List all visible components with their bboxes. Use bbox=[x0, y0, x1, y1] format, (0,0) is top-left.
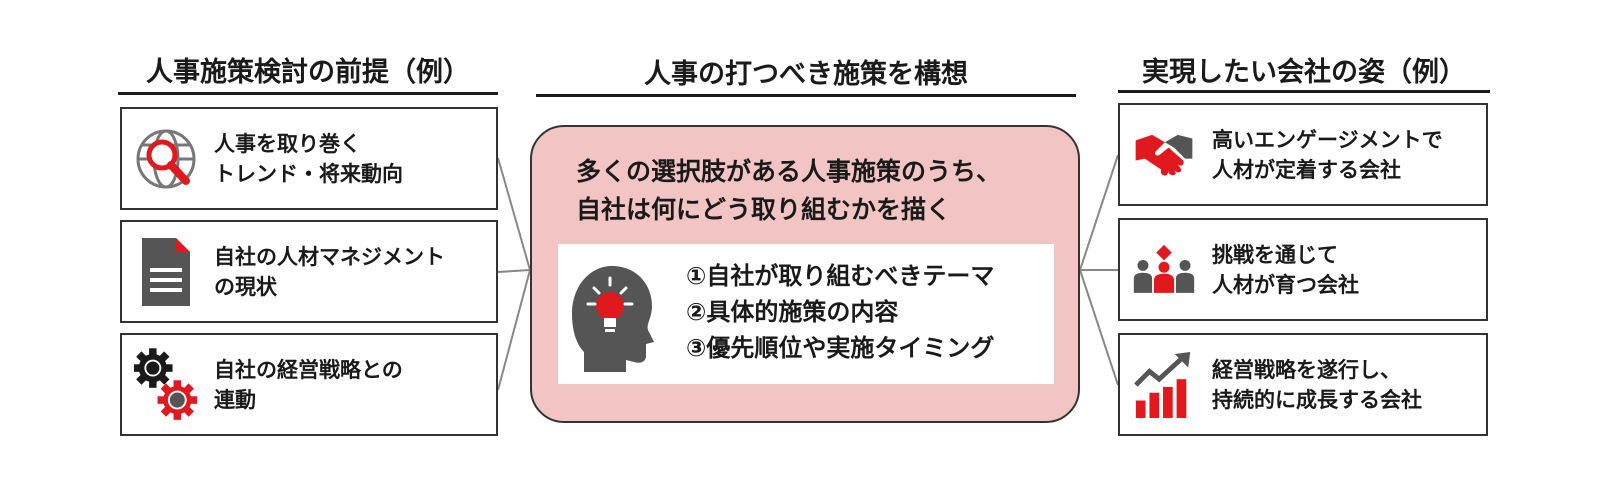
premise-box-current-hr: 自社の人材マネジメント の現状 bbox=[120, 220, 498, 323]
premise-strategy-line2: 連動 bbox=[214, 387, 256, 412]
goal-sustainable-line2: 持続的に成長する会社 bbox=[1212, 387, 1422, 412]
center-lead-line2: 自社は何にどう取り組むかを描く bbox=[576, 195, 952, 224]
center-items-panel: ①自社が取り組むべきテーマ ②具体的施策の内容 ③優先順位や実施タイミング bbox=[558, 244, 1054, 384]
globe-magnifier-icon bbox=[134, 123, 198, 195]
goal-box-sustainable-growth: 経営戦略を遂行し、 持続的に成長する会社 bbox=[1118, 333, 1488, 436]
premise-box-trends: 人事を取り巻く トレンド・将来動向 bbox=[120, 107, 498, 210]
goal-engagement-line1: 高いエンゲージメントで bbox=[1212, 127, 1443, 152]
team-growth-icon bbox=[1132, 234, 1196, 306]
gears-icon bbox=[134, 347, 198, 421]
center-item-3: ③優先順位や実施タイミング bbox=[686, 334, 995, 362]
goal-box-growth-people: 挑戦を通じて 人材が育つ会社 bbox=[1118, 218, 1488, 321]
premise-box-strategy: 自社の経営戦略との 連動 bbox=[120, 333, 498, 436]
center-item-2: ②具体的施策の内容 bbox=[686, 298, 899, 326]
goal-growth-people-line2: 人材が育つ会社 bbox=[1212, 272, 1359, 297]
goal-growth-people-line1: 挑戦を通じて bbox=[1212, 242, 1338, 267]
header-left: 人事施策検討の前提（例） bbox=[146, 57, 470, 88]
connector-left-bottom bbox=[497, 269, 531, 391]
head-lightbulb-icon bbox=[566, 256, 658, 374]
premise-strategy-line1: 自社の経営戦略との bbox=[214, 357, 403, 382]
connector-right-bottom bbox=[1079, 269, 1119, 386]
premise-trends-line2: トレンド・将来動向 bbox=[214, 161, 403, 186]
header-right-underline bbox=[1118, 90, 1490, 93]
connector-left-middle bbox=[497, 269, 531, 273]
handshake-icon bbox=[1132, 119, 1196, 191]
document-icon bbox=[134, 236, 198, 308]
connector-right-top bbox=[1079, 154, 1119, 271]
growth-chart-icon bbox=[1132, 349, 1196, 421]
header-left-underline bbox=[118, 92, 498, 95]
center-concept-box: 多くの選択肢がある人事施策のうち、 自社は何にどう取り組むかを描く ①自社が取り… bbox=[530, 125, 1080, 423]
center-lead-line1: 多くの選択肢がある人事施策のうち、 bbox=[576, 157, 1002, 186]
connector-left-top bbox=[497, 157, 531, 271]
header-center: 人事の打つべき施策を構想 bbox=[644, 59, 968, 90]
premise-current-hr-line2: の現状 bbox=[214, 274, 277, 299]
header-right: 実現したい会社の姿（例） bbox=[1142, 57, 1466, 88]
goal-engagement-line2: 人材が定着する会社 bbox=[1212, 157, 1401, 182]
goal-sustainable-line1: 経営戦略を遂行し、 bbox=[1212, 357, 1401, 382]
premise-current-hr-line1: 自社の人材マネジメント bbox=[214, 244, 445, 269]
premise-trends-line1: 人事を取り巻く bbox=[214, 131, 361, 156]
header-center-underline bbox=[536, 94, 1076, 97]
goal-box-engagement: 高いエンゲージメントで 人材が定着する会社 bbox=[1118, 103, 1488, 206]
center-item-1: ①自社が取り組むべきテーマ bbox=[686, 262, 995, 290]
